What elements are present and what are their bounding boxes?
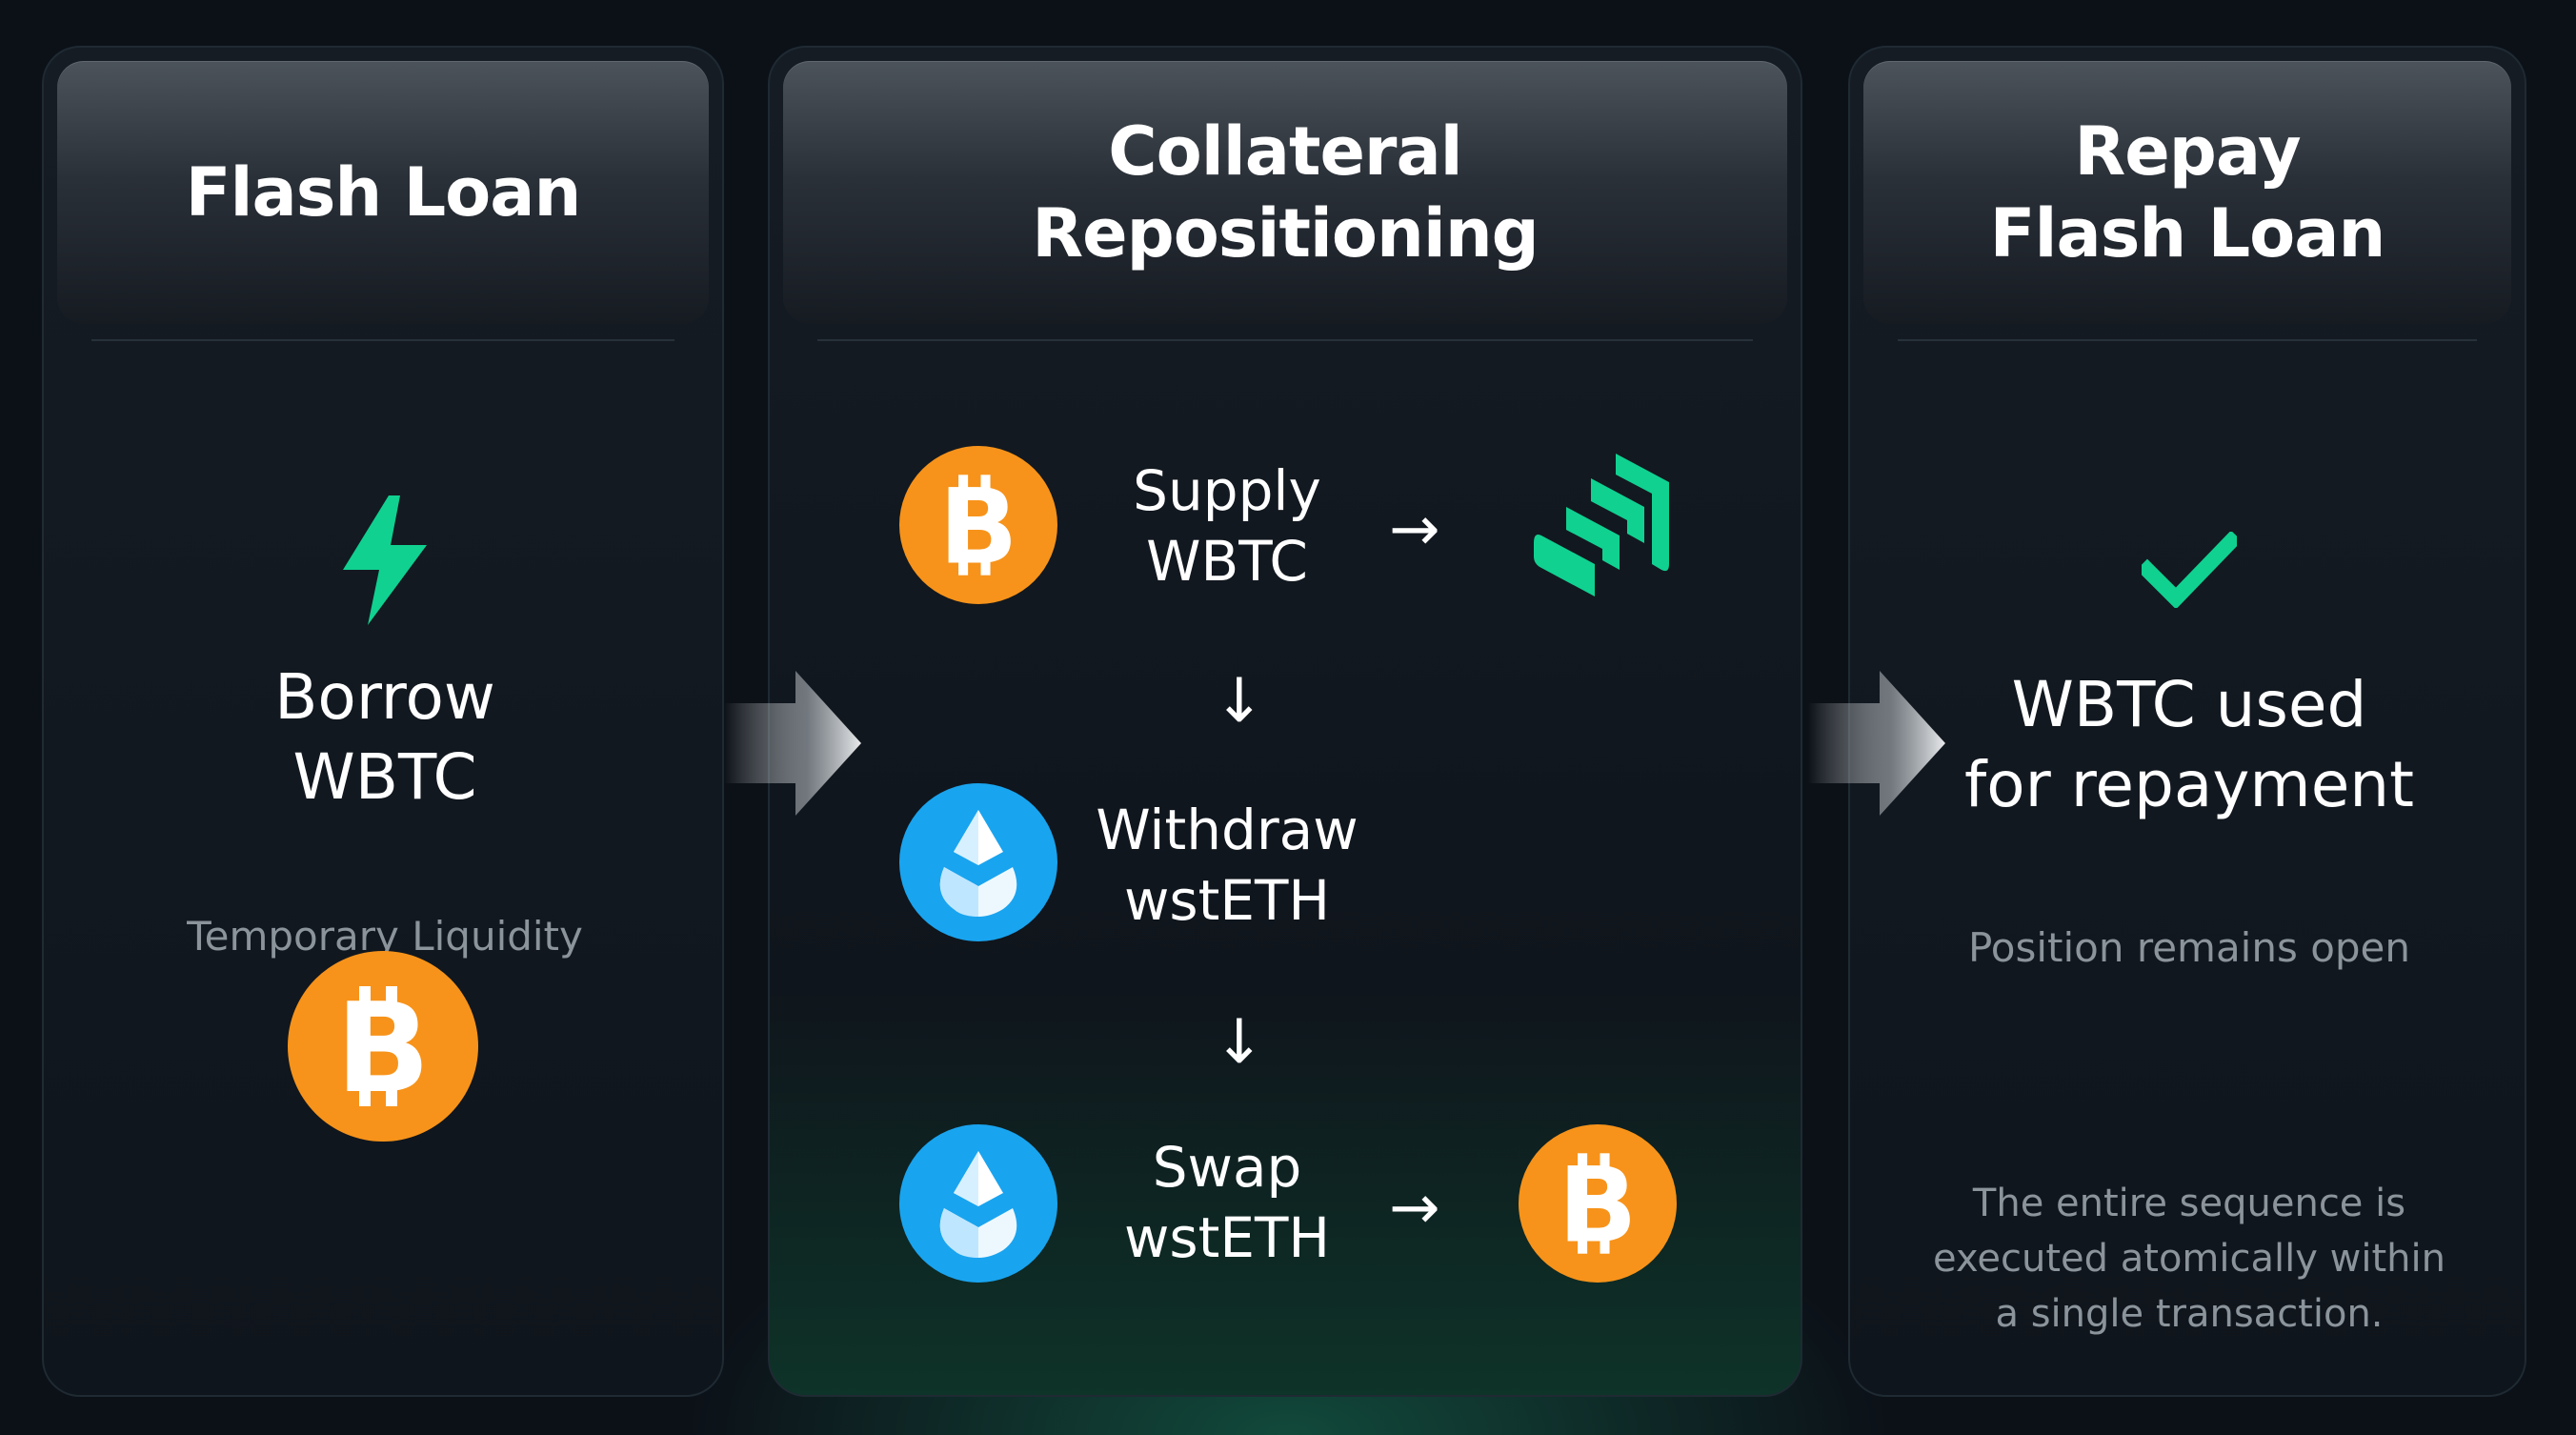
bitcoin-icon: B bbox=[899, 446, 1057, 604]
flash-loan-title: Flash Loan bbox=[185, 153, 582, 232]
bitcoin-icon: B bbox=[288, 951, 478, 1142]
collateral-repositioning-panel: Collateral Repositioning B Supply WBTC → bbox=[768, 46, 1802, 1397]
note-line2: executed atomically within bbox=[1933, 1237, 2445, 1281]
repay-flash-loan-panel: Repay Flash Loan WBTC used for repayment… bbox=[1848, 46, 2526, 1397]
down-arrow-icon: ↓ bbox=[1214, 1007, 1265, 1078]
atomic-note: The entire sequence is executed atomical… bbox=[1850, 1176, 2528, 1342]
flash-loan-panel: Flash Loan Borrow WBTC Temporary Liquidi… bbox=[42, 46, 724, 1397]
result-line2: for repayment bbox=[1963, 748, 2415, 821]
withdraw-step-label: Withdraw wstETH bbox=[1056, 795, 1399, 936]
borrow-line1: Borrow bbox=[274, 660, 495, 734]
borrow-label: Borrow WBTC bbox=[44, 657, 726, 818]
flow-arrow-icon bbox=[1808, 671, 1945, 816]
swap-line1: Swap bbox=[1152, 1135, 1302, 1200]
note-line3: a single transaction. bbox=[1995, 1292, 2384, 1336]
repay-title-line2: Flash Loan bbox=[1989, 194, 2386, 273]
lightning-icon bbox=[343, 495, 427, 625]
bitcoin-icon: B bbox=[1519, 1124, 1677, 1283]
header-divider bbox=[91, 339, 674, 341]
compound-icon bbox=[1534, 454, 1669, 596]
result-line1: WBTC used bbox=[2011, 668, 2367, 741]
collateral-title-line2: Repositioning bbox=[1032, 194, 1540, 273]
right-arrow-icon: → bbox=[1389, 1173, 1440, 1243]
header-divider bbox=[817, 339, 1753, 341]
swap-line2: wstETH bbox=[1123, 1205, 1331, 1270]
svg-text:B: B bbox=[335, 984, 430, 1108]
borrow-line2: WBTC bbox=[292, 740, 477, 814]
flow-arrow-icon bbox=[724, 671, 861, 816]
down-arrow-icon: ↓ bbox=[1214, 666, 1265, 737]
repay-header: Repay Flash Loan bbox=[1863, 61, 2511, 324]
swap-step-label: Swap wstETH bbox=[1084, 1132, 1370, 1273]
repayment-result-label: WBTC used for repayment bbox=[1850, 665, 2528, 825]
wsteth-icon bbox=[899, 783, 1057, 941]
withdraw-line1: Withdraw bbox=[1096, 798, 1358, 862]
collateral-header: Collateral Repositioning bbox=[783, 61, 1787, 324]
collateral-title-line1: Collateral bbox=[1108, 112, 1462, 191]
note-line1: The entire sequence is bbox=[1972, 1182, 2406, 1225]
supply-line1: Supply bbox=[1133, 458, 1321, 523]
checkmark-icon bbox=[2142, 532, 2237, 608]
svg-text:B: B bbox=[1559, 1151, 1638, 1256]
supply-step-label: Supply WBTC bbox=[1084, 455, 1370, 596]
svg-text:B: B bbox=[939, 473, 1018, 577]
repay-title-line1: Repay bbox=[2074, 112, 2301, 191]
supply-line2: WBTC bbox=[1146, 529, 1308, 594]
withdraw-line2: wstETH bbox=[1123, 868, 1331, 933]
wsteth-icon bbox=[899, 1124, 1057, 1283]
position-open-caption: Position remains open bbox=[1967, 924, 2411, 971]
header-divider bbox=[1898, 339, 2477, 341]
flash-loan-header: Flash Loan bbox=[57, 61, 709, 324]
right-arrow-icon: → bbox=[1389, 495, 1440, 565]
